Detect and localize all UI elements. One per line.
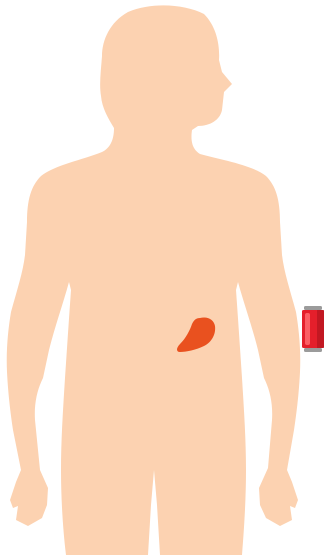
can-highlight bbox=[305, 313, 310, 345]
soda-can-icon bbox=[302, 306, 324, 352]
can-bottom-rim bbox=[304, 348, 322, 352]
can-top-rim bbox=[304, 306, 322, 310]
can-shade bbox=[317, 310, 324, 348]
body-silhouette bbox=[7, 5, 301, 555]
